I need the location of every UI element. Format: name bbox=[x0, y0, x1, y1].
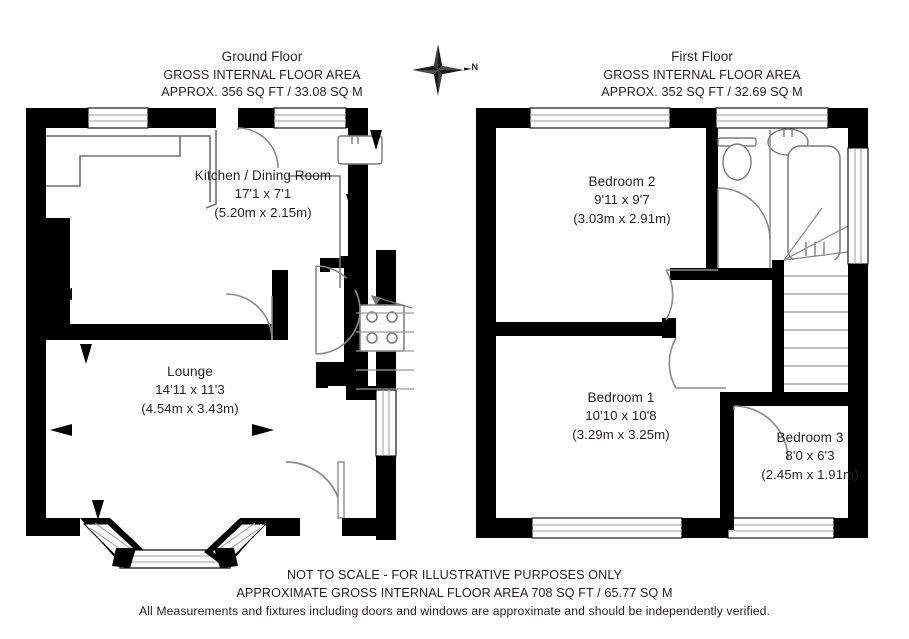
first-floor-title: First Floor bbox=[671, 49, 733, 64]
door-kitchen-back bbox=[237, 127, 279, 169]
kitchen-units bbox=[288, 175, 341, 288]
first-floor-area-label: GROSS INTERNAL FLOOR AREA bbox=[603, 67, 801, 82]
footer-line-1: NOT TO SCALE - FOR ILLUSTRATIVE PURPOSES… bbox=[286, 568, 623, 582]
internal-wall-kitchen-lounge bbox=[46, 324, 284, 340]
toilet-icon bbox=[717, 137, 757, 181]
stair-flight-ground bbox=[354, 312, 414, 390]
first-floor-heading: First Floor GROSS INTERNAL FLOOR AREA AP… bbox=[532, 48, 872, 100]
chimney-breast bbox=[46, 218, 70, 324]
door-bathroom bbox=[717, 187, 771, 268]
stair-direction-arrow bbox=[370, 295, 413, 309]
stair-wall bbox=[346, 294, 356, 400]
door-hall-kitchen bbox=[315, 265, 361, 355]
ground-floor-area-value: APPROX. 356 SQ FT / 33.08 SQ M bbox=[161, 84, 363, 99]
first-floor-plan bbox=[476, 107, 869, 539]
footer-line-2: APPROXIMATE GROSS INTERNAL FLOOR AREA 70… bbox=[236, 586, 673, 601]
door-lounge-hall bbox=[225, 293, 273, 341]
ground-floor-heading: Ground Floor GROSS INTERNAL FLOOR AREA A… bbox=[92, 48, 432, 100]
internal-wall-hall bbox=[272, 270, 288, 340]
first-floor-area-value: APPROX. 352 SQ FT / 32.69 SQ M bbox=[601, 84, 803, 99]
footer-disclaimer: NOT TO SCALE - FOR ILLUSTRATIVE PURPOSES… bbox=[0, 566, 909, 620]
door-landing-bedroom1 bbox=[668, 337, 726, 389]
dimension-arrows bbox=[50, 130, 382, 520]
front-door bbox=[285, 461, 345, 519]
sink-icon bbox=[337, 135, 383, 165]
compass-north-label: N bbox=[471, 62, 479, 72]
front-door-jamb-right bbox=[342, 518, 376, 536]
compass-north-star-icon bbox=[412, 44, 472, 96]
bay-window bbox=[26, 518, 396, 569]
door-bedroom-3 bbox=[733, 405, 789, 461]
door-bedroom-2 bbox=[665, 269, 718, 321]
footer-line-3: All Measurements and fixtures including … bbox=[139, 603, 770, 618]
staircase-down bbox=[772, 130, 869, 538]
ground-floor-plan bbox=[26, 107, 414, 569]
compass-rose: N bbox=[408, 42, 478, 98]
ground-floor-title: Ground Floor bbox=[221, 49, 303, 64]
hob-icon bbox=[359, 304, 405, 352]
ground-floor-area-label: GROSS INTERNAL FLOOR AREA bbox=[163, 67, 361, 82]
kitchen-worktop bbox=[46, 130, 217, 209]
